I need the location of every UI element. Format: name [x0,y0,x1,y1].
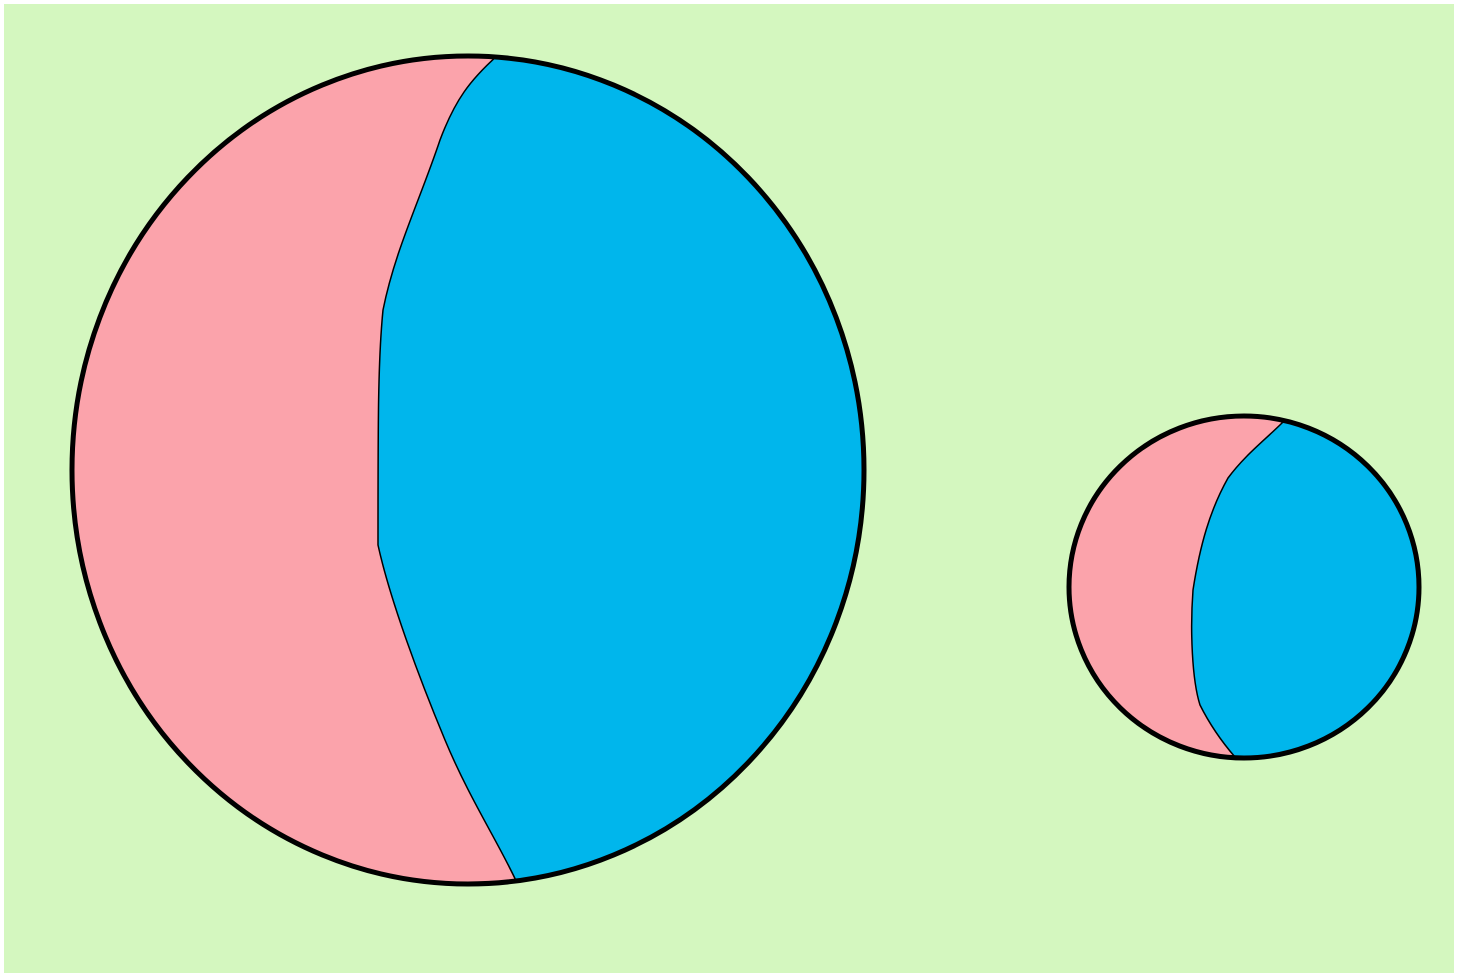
diagram-canvas [0,0,1458,977]
diagram-svg [0,0,1458,977]
